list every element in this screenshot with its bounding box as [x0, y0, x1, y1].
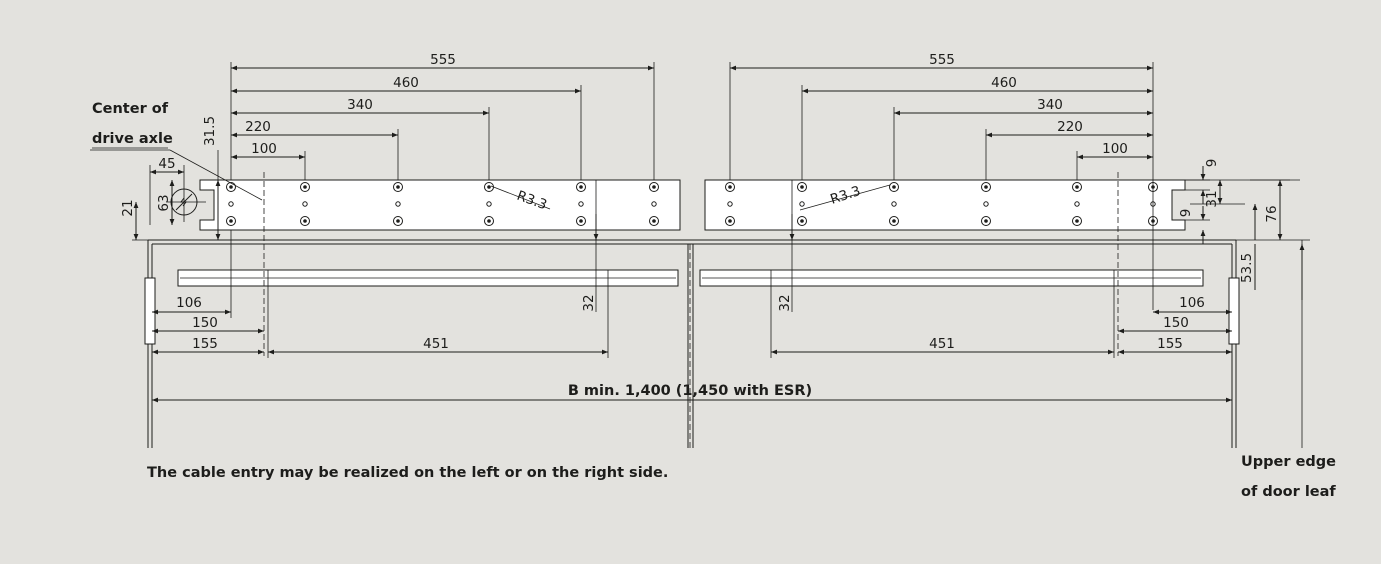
mounting-hole [651, 201, 657, 207]
right-dim-31: 31 [1204, 190, 1220, 207]
mounting-hole-center [892, 185, 896, 189]
right-dim-150: 150 [1163, 315, 1189, 331]
mounting-hole-center [800, 185, 804, 189]
right-dim-106: 106 [1179, 295, 1205, 311]
mounting-hole-center [487, 219, 491, 223]
right-dim-76: 76 [1264, 205, 1280, 222]
right-side-dimensions: 9 31 9 76 53.5 [1172, 159, 1310, 448]
right-dim-100: 100 [1102, 141, 1128, 157]
mounting-hole-center [303, 185, 307, 189]
right-dim-32: 32 [777, 294, 793, 311]
mounting-hole-center [892, 219, 896, 223]
upper-edge-label-line1: Upper edge [1241, 454, 1336, 470]
left-dim-32: 32 [581, 294, 597, 311]
left-dim-155: 155 [192, 336, 218, 352]
right-dim-460: 460 [991, 75, 1017, 91]
mounting-hole-center [800, 219, 804, 223]
left-top-dimensions: 555 460 340 220 100 R3.3 [230, 52, 655, 213]
mounting-hole [302, 201, 308, 207]
right-dim-340: 340 [1037, 97, 1063, 113]
mounting-hole [799, 201, 805, 207]
right-dim-9-top: 9 [1204, 159, 1220, 168]
left-depth-32: 32 [581, 180, 599, 312]
mounting-hole-center [1075, 219, 1079, 223]
mounting-hole-center [652, 219, 656, 223]
left-mounting-plate [166, 179, 681, 231]
right-mounting-plate [704, 179, 1186, 231]
mounting-hole-center [396, 219, 400, 223]
mounting-hole-center [487, 185, 491, 189]
axle-dimensions: 45 63 21 31.5 [90, 116, 265, 356]
cable-entry-note: The cable entry may be realized on the l… [147, 465, 668, 481]
right-dim-555: 555 [929, 52, 955, 68]
left-dim-106: 106 [176, 295, 202, 311]
mounting-hole-center [579, 185, 583, 189]
left-dim-340: 340 [347, 97, 373, 113]
total-width-dimension: B min. 1,400 (1,450 with ESR) [152, 383, 1232, 403]
mounting-hole-center [728, 219, 732, 223]
mounting-hole-center [229, 185, 233, 189]
mounting-hole-center [728, 185, 732, 189]
right-dim-220: 220 [1057, 119, 1083, 135]
axle-dim-45: 45 [158, 156, 175, 172]
right-depth-32: 32 [777, 172, 1119, 356]
right-dim-451: 451 [929, 336, 955, 352]
mounting-hole [891, 201, 897, 207]
mounting-hole-center [984, 219, 988, 223]
left-dim-150: 150 [192, 315, 218, 331]
upper-edge-label-line2: of door leaf [1241, 484, 1336, 500]
mounting-hole [486, 201, 492, 207]
axle-dim-31-5: 31.5 [202, 116, 218, 146]
left-dim-555: 555 [430, 52, 456, 68]
mounting-hole [983, 201, 989, 207]
mounting-hole-center [579, 219, 583, 223]
right-top-dimensions: 555 460 340 220 100 R3.3 [729, 52, 1154, 310]
mounting-hole [395, 201, 401, 207]
mounting-hole-center [229, 219, 233, 223]
mounting-hole-center [303, 219, 307, 223]
mounting-hole [727, 201, 733, 207]
right-rail [699, 269, 1204, 287]
total-width-label: B min. 1,400 (1,450 with ESR) [568, 383, 812, 399]
left-dim-460: 460 [393, 75, 419, 91]
mounting-hole-center [652, 185, 656, 189]
mounting-hole-center [396, 185, 400, 189]
mounting-hole [578, 201, 584, 207]
mounting-hole-center [984, 185, 988, 189]
axle-dim-63: 63 [156, 194, 172, 211]
left-bottom-dimensions: 106 150 155 451 [152, 230, 609, 358]
right-dim-9-bottom: 9 [1178, 209, 1194, 218]
right-bottom-dimensions: 106 150 155 451 [770, 270, 1232, 358]
left-rail [177, 269, 679, 287]
left-dim-451: 451 [423, 336, 449, 352]
right-dim-53-5: 53.5 [1239, 253, 1255, 283]
mounting-hole-center [1075, 185, 1079, 189]
right-dim-155: 155 [1157, 336, 1183, 352]
axle-dim-21: 21 [120, 199, 136, 216]
mounting-hole [1074, 201, 1080, 207]
left-dim-220: 220 [245, 119, 271, 135]
left-dim-100: 100 [251, 141, 277, 157]
mounting-hole [228, 201, 234, 207]
center-of-drive-axle-label-line1: Center of [92, 101, 169, 117]
center-of-drive-axle-label-line2: drive axle [92, 131, 173, 147]
